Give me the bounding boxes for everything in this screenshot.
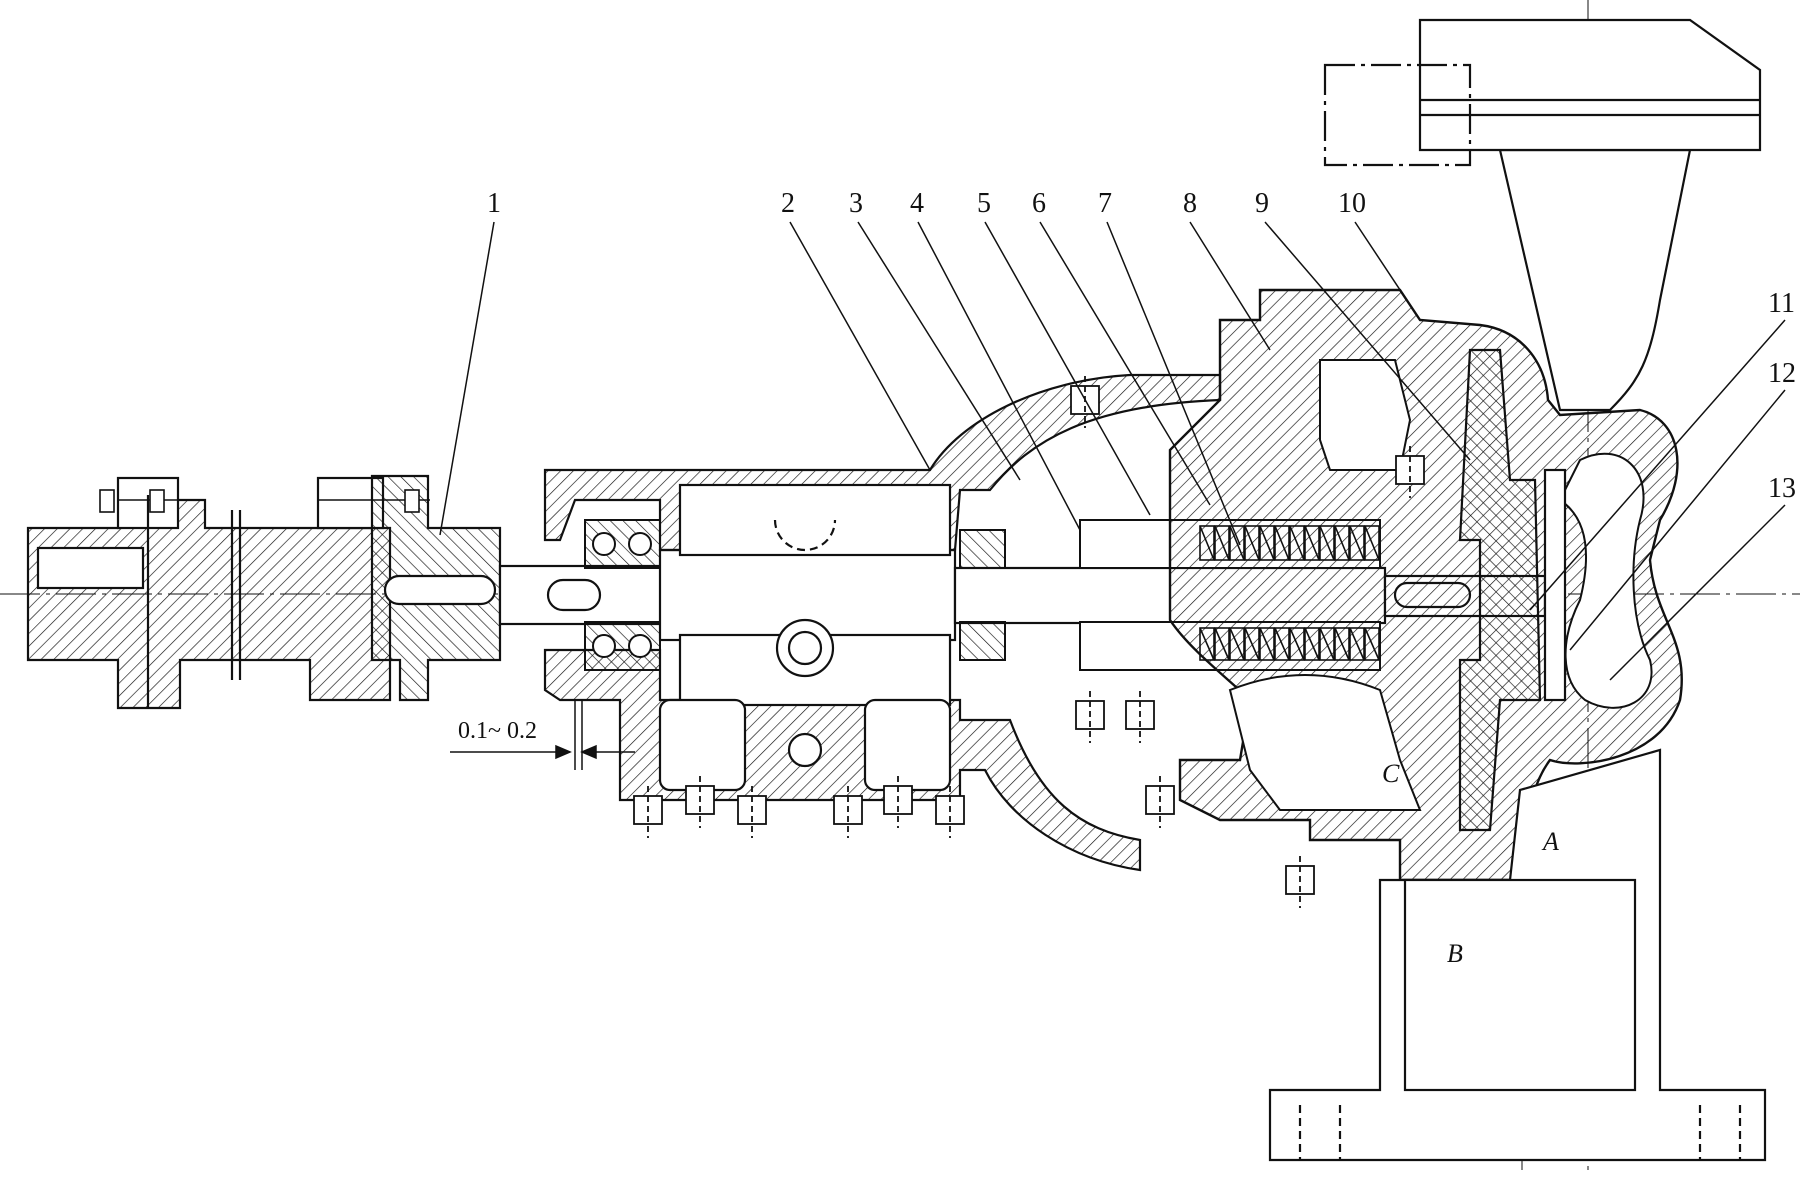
point-label-b: B (1447, 939, 1463, 968)
coupling-bolts (99, 489, 430, 513)
support-pedestal (1268, 748, 1767, 1162)
part-label-2: 2 (781, 188, 795, 219)
fastener-bolts (633, 376, 1425, 908)
part-label-6: 6 (1032, 188, 1046, 219)
part-label-3: 3 (849, 188, 863, 219)
point-label-a: A (1541, 827, 1559, 856)
part-label-5: 5 (977, 188, 991, 219)
leader-lines (439, 221, 1786, 681)
part-label-13: 13 (1768, 473, 1796, 504)
impeller (1458, 348, 1567, 832)
point-labels: A B C (1382, 759, 1559, 968)
point-label-c: C (1382, 759, 1400, 788)
part-label-4: 4 (910, 188, 924, 219)
part-label-11: 11 (1768, 288, 1795, 319)
pump-casing (1168, 288, 1683, 882)
coupling-half-right (370, 474, 502, 702)
part-label-7: 7 (1098, 188, 1112, 219)
part-label-12: 12 (1768, 358, 1796, 389)
bearing-housing (543, 373, 1222, 872)
part-label-1: 1 (487, 188, 501, 219)
part-label-8: 8 (1183, 188, 1197, 219)
discharge-nozzle (1323, 18, 1762, 412)
dimension-value: 0.1~ 0.2 (458, 718, 537, 744)
coupling-half-left (26, 476, 392, 710)
ball-bearings (584, 519, 1006, 671)
part-label-9: 9 (1255, 188, 1269, 219)
part-label-10: 10 (1338, 188, 1366, 219)
gap-dimension (450, 700, 635, 770)
